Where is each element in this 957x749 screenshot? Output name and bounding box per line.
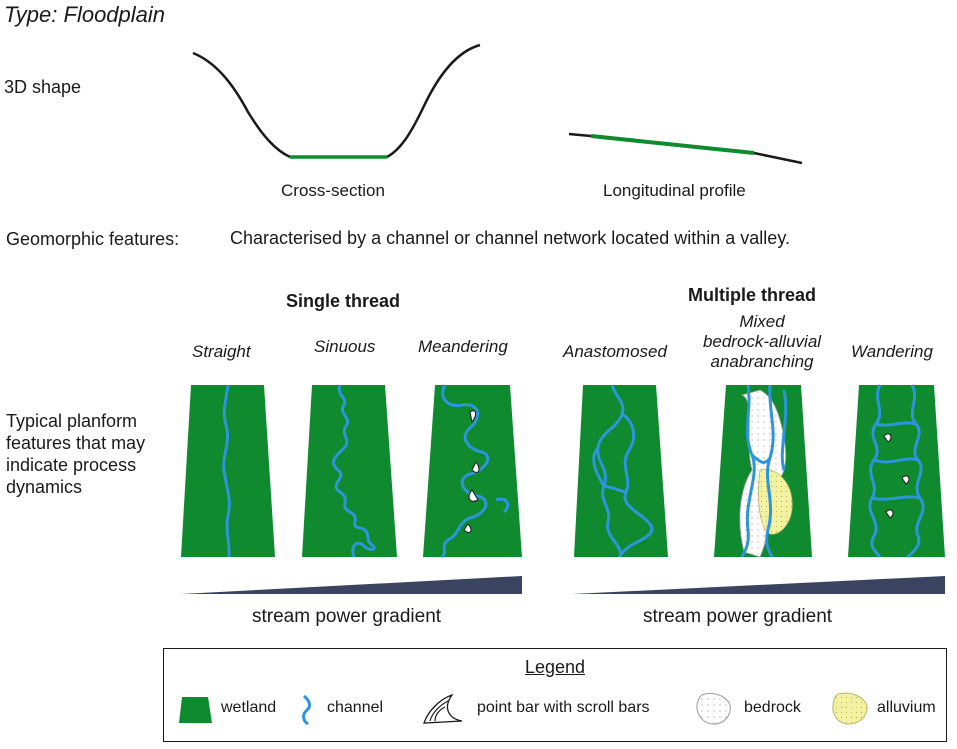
mixed-channels xyxy=(740,384,788,558)
alluvium-swatch-icon xyxy=(832,692,868,725)
geomorphic-label: Geomorphic features: xyxy=(6,229,180,249)
planform-meandering xyxy=(423,384,522,559)
legend-wetland-label: wetland xyxy=(221,699,277,716)
gradient-wedge-single xyxy=(181,576,522,594)
point-bar-swatch-icon xyxy=(423,693,463,724)
legend-channel-label: channel xyxy=(327,699,384,716)
type-meandering-label: Meandering xyxy=(418,337,508,356)
planform-straight xyxy=(181,384,275,558)
geomorphic-text: Characterised by a channel or channel ne… xyxy=(230,228,790,248)
gradient-label-single: stream power gradient xyxy=(252,606,442,627)
wandering-wetland xyxy=(848,385,945,557)
straight-wetland xyxy=(181,385,275,557)
gradient-label-multiple: stream power gradient xyxy=(643,606,833,627)
type-title: Type: Floodplain xyxy=(4,2,166,27)
wetland-swatch-icon xyxy=(179,697,212,723)
profile-floodplain-reach xyxy=(590,134,755,155)
planform-wandering xyxy=(848,384,945,558)
profile-upstream xyxy=(568,132,592,138)
planform-mixed xyxy=(714,384,812,558)
anastomosed-wetland xyxy=(574,385,668,557)
sinuous-wetland xyxy=(302,385,397,557)
cross-section-label: Cross-section xyxy=(281,181,385,200)
anastomosed-channels xyxy=(592,384,654,558)
legend-title: Legend xyxy=(524,657,586,677)
single-thread-heading: Single thread xyxy=(286,291,401,311)
cross-section-left-bank xyxy=(192,51,291,159)
type-anastomosed-label: Anastomosed xyxy=(563,342,667,361)
longitudinal-profile-diagram xyxy=(568,132,803,165)
sinuous-channel xyxy=(331,384,376,558)
type-mixed-line-2: bedrock-alluvial xyxy=(702,332,822,351)
planform-sinuous xyxy=(302,384,397,558)
type-sinuous-label: Sinuous xyxy=(314,337,376,356)
legend-alluvium-label: alluvium xyxy=(877,699,936,716)
shape-label: 3D shape xyxy=(4,77,82,97)
type-mixed-label: Mixed bedrock-alluvial anabranching xyxy=(692,312,832,372)
meandering-channel xyxy=(440,384,490,559)
multiple-thread-heading: Multiple thread xyxy=(688,285,817,305)
type-mixed-line-1: Mixed xyxy=(739,312,785,331)
legend-bedrock-label: bedrock xyxy=(744,699,801,716)
wandering-point-bars xyxy=(883,433,910,519)
cross-section-diagram xyxy=(192,43,481,159)
type-mixed-line-3: anabranching xyxy=(710,352,814,371)
type-straight-label: Straight xyxy=(192,342,251,361)
type-wandering-label: Wandering xyxy=(851,342,933,361)
profile-downstream xyxy=(753,151,803,165)
legend: Legend wetland channel point bar with sc… xyxy=(163,648,947,742)
bedrock-swatch-icon xyxy=(696,692,731,725)
planform-anastomosed xyxy=(574,384,668,558)
channel-swatch-icon xyxy=(302,694,311,726)
cross-section-right-bank xyxy=(386,43,481,159)
planform-label: Typical planform features that may indic… xyxy=(6,411,146,497)
legend-point-bar-label: point bar with scroll bars xyxy=(477,699,650,716)
wandering-channels xyxy=(868,384,925,558)
meandering-point-bars xyxy=(463,410,480,533)
gradient-wedge-multiple xyxy=(572,576,945,594)
straight-channel xyxy=(222,384,231,558)
longitudinal-profile-label: Longitudinal profile xyxy=(603,181,746,200)
meandering-cutoff xyxy=(495,497,510,514)
